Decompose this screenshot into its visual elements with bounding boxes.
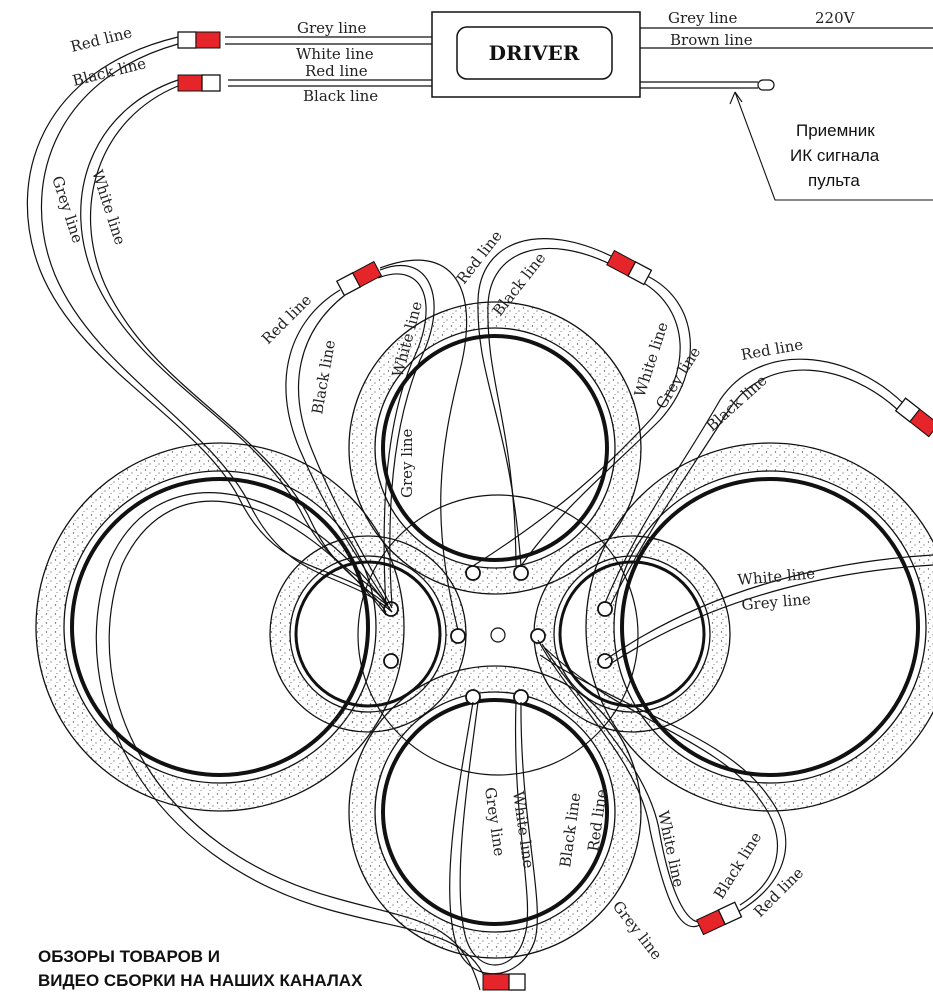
mains-brown-label: Brown line (670, 31, 753, 49)
connector-ring-bottom-right (696, 901, 743, 936)
mains-grey-label: Grey line (668, 9, 738, 27)
out-white-label: White line (296, 45, 374, 63)
ring-top (348, 301, 642, 595)
tl-black-label: Black line (308, 338, 339, 415)
ir-sensor-tip (757, 79, 775, 91)
ir-receiver-note: Приемник ИК сигнала пульта (790, 121, 880, 190)
right-grey-label: Grey line (741, 590, 812, 614)
wires (26, 27, 933, 991)
top-red-label: Red line (453, 227, 506, 288)
tl-grey-label: Grey line (398, 428, 416, 498)
ring-right (585, 442, 933, 812)
driver-box: DRIVER (431, 11, 641, 98)
lead-white-label: White line (88, 168, 129, 248)
right-white-label: White line (737, 564, 816, 589)
connector-ring-top-left (335, 260, 383, 297)
ring-bottom (348, 665, 642, 959)
connector-driver-lower (177, 74, 221, 92)
mains-voltage-label: 220V (815, 9, 856, 27)
mounting-holes (383, 565, 613, 705)
bottom-grey-label: Grey line (481, 786, 509, 857)
bottom-white-label: White line (509, 790, 538, 870)
connector-ring-right (894, 397, 933, 438)
out-black-label: Black line (303, 87, 378, 105)
center-plate (357, 494, 639, 776)
footer-line-1: ОБЗОРЫ ТОВАРОВ И (38, 947, 220, 966)
out-red-label: Red line (305, 62, 368, 80)
footer-line-2: ВИДЕО СБОРКИ НА НАШИХ КАНАЛАХ (38, 971, 363, 990)
footer-promo: ОБЗОРЫ ТОВАРОВ И ВИДЕО СБОРКИ НА НАШИХ К… (38, 947, 363, 990)
driver-label: DRIVER (489, 41, 580, 65)
br-grey-label: Grey line (609, 897, 666, 963)
connector-ring-bottom (482, 973, 526, 991)
br-white-label: White line (654, 809, 688, 889)
out-left-black-label: Black line (71, 54, 148, 90)
ring-left (35, 442, 405, 812)
ir-line-2: ИК сигнала (790, 146, 880, 165)
out-left-red-label: Red line (69, 23, 134, 56)
connector-top-left-driver (177, 31, 221, 49)
bottom-black-label: Black line (556, 792, 584, 869)
ir-line-3: пульта (808, 171, 860, 190)
ir-line-1: Приемник (796, 121, 875, 140)
connector-ring-top (606, 249, 653, 286)
ir-pointer (729, 91, 933, 201)
out-grey-label: Grey line (297, 19, 367, 37)
